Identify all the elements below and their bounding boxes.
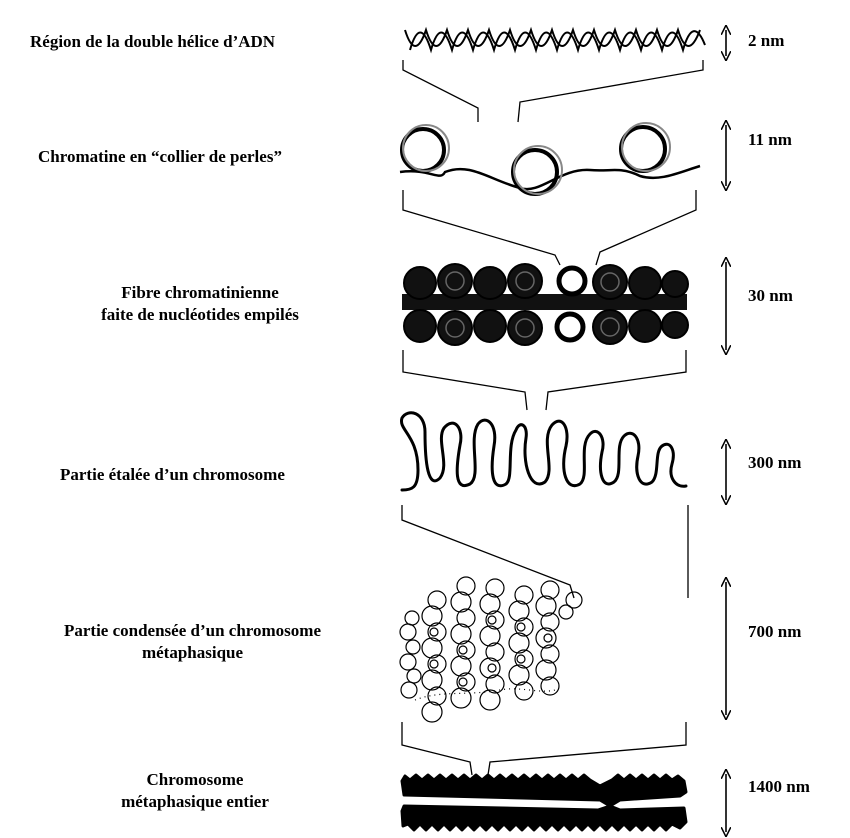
extended-chromosome-loops [401, 413, 686, 490]
metaphase-chromosome [402, 775, 686, 830]
dna-double-helix [405, 30, 705, 50]
coil-column-7 [559, 592, 582, 619]
connector-5-6 [402, 722, 686, 775]
coil-column-6 [536, 581, 559, 695]
condensed-chromosome-coils [400, 577, 582, 722]
coil-column-2 [422, 591, 446, 722]
coil-column-5 [509, 586, 533, 700]
coil-column-3 [451, 577, 475, 708]
connector-2-3 [403, 190, 696, 265]
coil-column-1 [400, 611, 421, 698]
chromatin-fiber-30nm [402, 264, 688, 345]
connector-4-5 [402, 505, 688, 598]
coil-column-4 [480, 579, 504, 710]
nucleosome-beads [400, 123, 700, 194]
connector-3-4 [403, 350, 686, 410]
connector-1-2 [403, 60, 703, 122]
